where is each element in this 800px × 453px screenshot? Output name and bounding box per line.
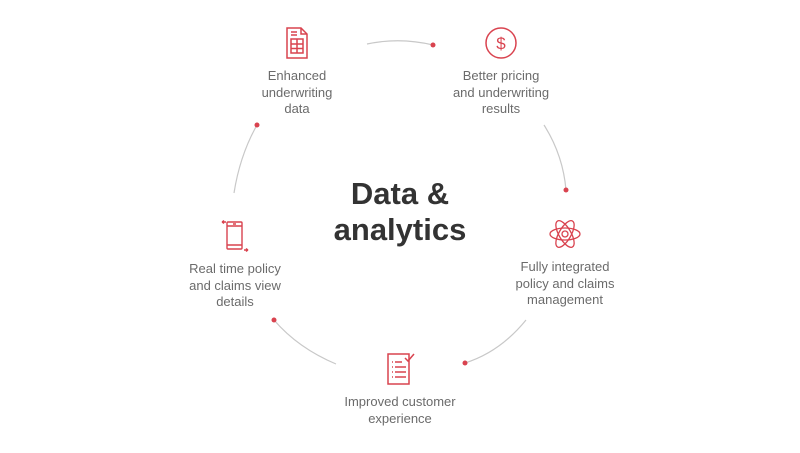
arc (233, 124, 258, 194)
node-text: Better pricing (462, 68, 540, 83)
center-title: Data & analytics (300, 176, 500, 248)
node-text: Improved customer (344, 394, 456, 409)
node-text: and claims view (189, 277, 281, 293)
node-text: Real time policy (189, 261, 281, 276)
node-text: data (284, 101, 310, 116)
node-enhanced-underwriting: Enhanced underwriting data (207, 26, 387, 118)
dollar-icon: $ (485, 27, 517, 59)
node-text: underwriting (261, 84, 333, 100)
node-text: results (481, 101, 521, 116)
node-text: management (527, 292, 603, 307)
node-real-time-policy: Real time policy and claims view details (145, 219, 325, 311)
arc (366, 40, 434, 46)
checklist-icon (387, 353, 415, 385)
svg-text:$: $ (496, 34, 506, 53)
node-text: Enhanced (267, 68, 327, 83)
arc (273, 319, 337, 365)
node-text: details (216, 294, 254, 309)
arc-dot (563, 187, 569, 193)
node-text: Fully integrated (520, 259, 610, 274)
mobile-icon (221, 219, 249, 253)
spreadsheet-icon (286, 27, 308, 59)
arc-dot (254, 122, 260, 128)
arc (543, 124, 567, 191)
node-text: policy and claims (515, 275, 615, 291)
node-text: and underwriting (452, 84, 550, 100)
arc-dot (271, 317, 277, 323)
node-text: experience (368, 410, 432, 426)
atom-icon (549, 220, 581, 248)
node-better-pricing: $ Better pricing and underwriting result… (411, 26, 591, 118)
title-line: Data & (350, 176, 450, 211)
node-fully-integrated: Fully integrated policy and claims manag… (475, 217, 655, 309)
arc (464, 319, 527, 364)
title-line: analytics (333, 212, 467, 247)
node-customer-experience: Improved customer experience (310, 352, 490, 427)
arc-dot (462, 360, 468, 366)
arc-dot (430, 42, 436, 48)
